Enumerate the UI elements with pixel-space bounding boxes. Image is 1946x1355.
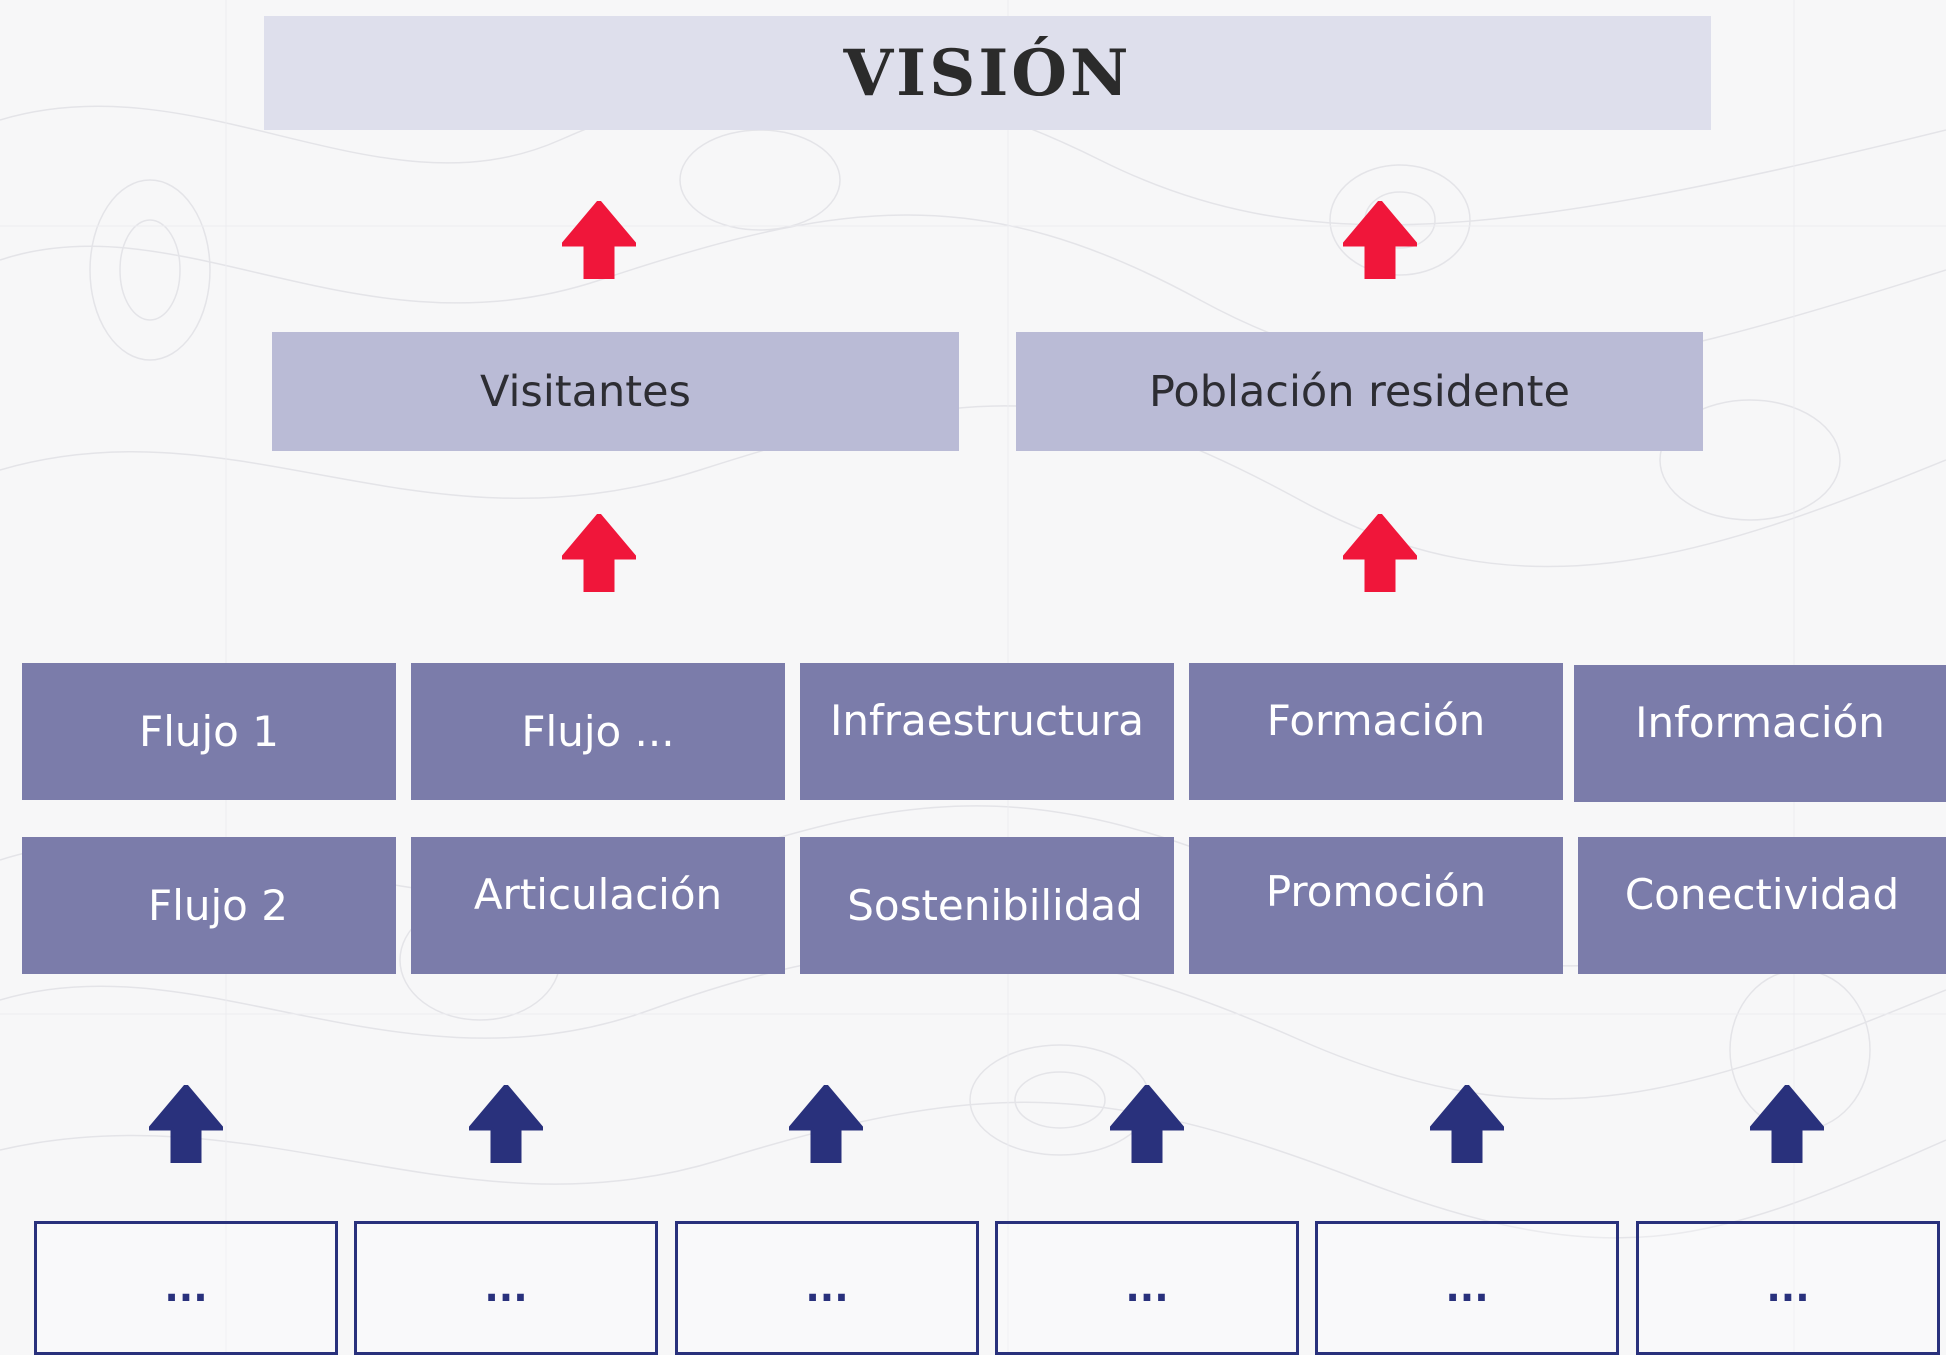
input-box-label: ...	[1445, 1266, 1489, 1310]
input-box-label: ...	[805, 1266, 849, 1310]
item-label: Sostenibilidad	[847, 881, 1143, 930]
input-box: ...	[675, 1221, 979, 1355]
item-box-sostenibilidad: Sostenibilidad	[800, 837, 1174, 974]
input-box-label: ...	[1766, 1266, 1810, 1310]
arrow-up-icon	[562, 514, 636, 592]
item-box-articulacion: Articulación	[411, 837, 785, 974]
vision-title: VISIÓN	[843, 35, 1132, 111]
arrow-up-icon	[1750, 1085, 1824, 1163]
item-box-flujo-etc: Flujo ...	[411, 663, 785, 800]
vision-title-box: VISIÓN	[264, 16, 1711, 130]
item-label: Infraestructura	[829, 696, 1145, 745]
arrow-up-icon	[1110, 1085, 1184, 1163]
arrow-up-icon	[789, 1085, 863, 1163]
item-box-flujo-1: Flujo 1	[22, 663, 396, 800]
arrow-up-icon	[1343, 514, 1417, 592]
item-label: Flujo ...	[521, 707, 675, 756]
item-box-informacion: Información	[1574, 665, 1946, 802]
item-label: Flujo 1	[139, 707, 279, 756]
input-box-label: ...	[1125, 1266, 1169, 1310]
group-box-visitantes: Visitantes	[272, 332, 959, 451]
arrow-up-icon	[1343, 201, 1417, 279]
item-label: Flujo 2	[148, 881, 288, 930]
item-label: Información	[1635, 698, 1885, 747]
input-box-label: ...	[484, 1266, 528, 1310]
arrow-up-icon	[149, 1085, 223, 1163]
item-label: Articulación	[473, 870, 723, 919]
group-box-poblacion-residente: Población residente	[1016, 332, 1703, 451]
item-box-formacion: Formación	[1189, 663, 1563, 800]
item-box-promocion: Promoción	[1189, 837, 1563, 974]
input-box: ...	[1636, 1221, 1940, 1355]
item-box-flujo-2: Flujo 2	[22, 837, 396, 974]
item-label: Conectividad	[1624, 870, 1900, 919]
item-box-conectividad: Conectividad	[1578, 837, 1946, 974]
item-box-infraestructura: Infraestructura	[800, 663, 1174, 800]
group-label-visitantes: Visitantes	[480, 366, 691, 417]
input-box: ...	[995, 1221, 1299, 1355]
arrow-up-icon	[469, 1085, 543, 1163]
arrow-up-icon	[562, 201, 636, 279]
input-box: ...	[34, 1221, 338, 1355]
group-label-poblacion-residente: Población residente	[1149, 366, 1570, 417]
arrow-up-icon	[1430, 1085, 1504, 1163]
item-label: Promoción	[1265, 867, 1487, 916]
input-box: ...	[1315, 1221, 1619, 1355]
item-label: Formación	[1266, 696, 1486, 745]
input-box: ...	[354, 1221, 658, 1355]
input-box-label: ...	[164, 1266, 208, 1310]
